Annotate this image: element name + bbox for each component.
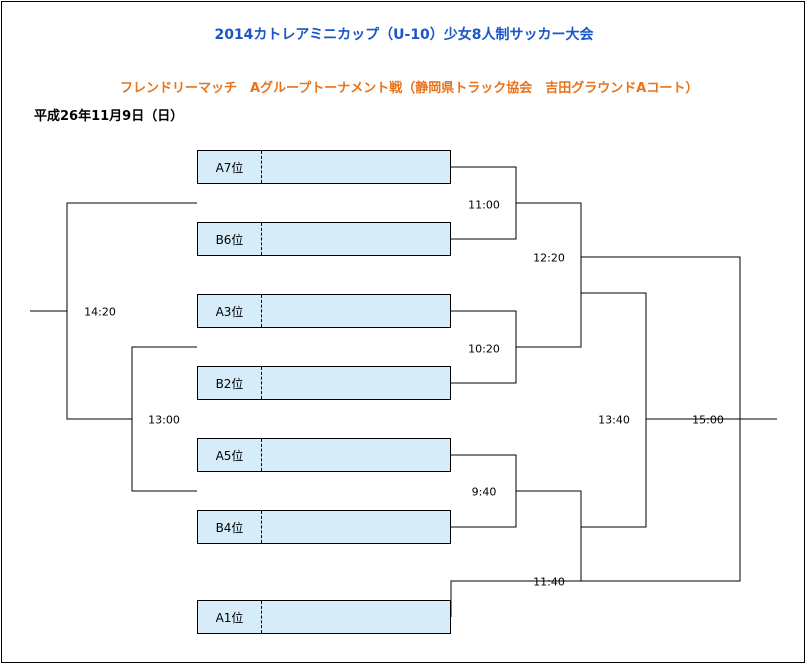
team-slot: A5位 (197, 438, 451, 472)
team-rank-label: B2位 (198, 367, 262, 399)
match-time: 14:20 (84, 305, 116, 319)
team-slot: A1位 (197, 600, 451, 634)
team-rank-label: B6位 (198, 223, 262, 255)
team-rank-label: A3位 (198, 295, 262, 327)
team-slot: B6位 (197, 222, 451, 256)
match-time: 11:00 (468, 198, 500, 212)
team-name-field (262, 151, 450, 183)
match-time: 15:00 (692, 413, 724, 427)
match-time: 9:40 (471, 485, 497, 499)
team-slot: A7位 (197, 150, 451, 184)
team-rank-label: A7位 (198, 151, 262, 183)
team-name-field (262, 223, 450, 255)
bracket-line-m4 (516, 202, 582, 348)
match-time: 13:00 (148, 413, 180, 427)
bracket-line-m6 (581, 292, 647, 528)
team-rank-label: A5位 (198, 439, 262, 471)
page-subtitle: フレンドリーマッチ Aグループトーナメント戦（静岡県トラック協会 吉田グラウンド… (120, 81, 699, 96)
team-slot: B2位 (197, 366, 451, 400)
team-name-field (262, 511, 450, 543)
team-slot: B4位 (197, 510, 451, 544)
team-name-field (262, 439, 450, 471)
match-date: 平成26年11月9日（日） (34, 109, 184, 124)
team-name-field (262, 367, 450, 399)
match-time: 12:20 (533, 251, 565, 265)
team-rank-label: B4位 (198, 511, 262, 543)
page-title: 2014カトレアミニカップ（U-10）少女8人制サッカー大会 (214, 27, 594, 43)
match-time: 11:40 (533, 575, 565, 589)
match-time: 13:40 (598, 413, 630, 427)
team-rank-label: A1位 (198, 601, 262, 633)
match-time: 10:20 (468, 342, 500, 356)
team-name-field (262, 295, 450, 327)
team-slot: A3位 (197, 294, 451, 328)
team-name-field (262, 601, 450, 633)
